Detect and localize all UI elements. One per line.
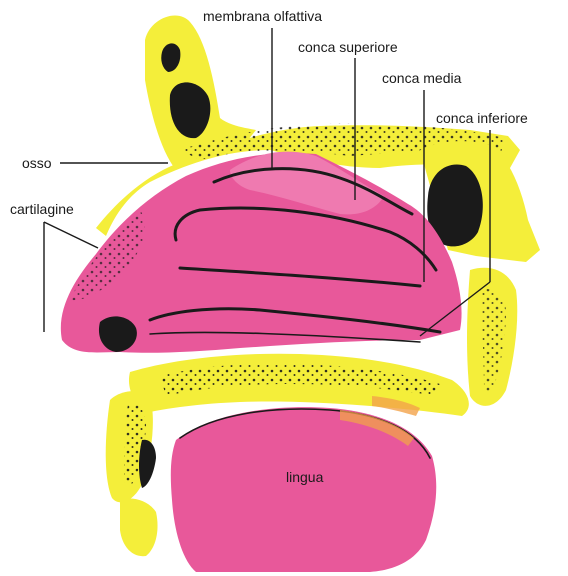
teeth xyxy=(139,440,156,488)
label-cartilagine: cartilagine xyxy=(10,201,74,217)
label-membrana-olfattiva: membrana olfattiva xyxy=(203,8,322,24)
label-conca-superiore: conca superiore xyxy=(298,39,398,55)
lower-jaw-bone xyxy=(120,499,158,557)
label-conca-inferiore: conca inferiore xyxy=(436,110,528,126)
label-lingua: lingua xyxy=(286,469,324,485)
label-osso: osso xyxy=(22,155,52,171)
leader-cartilagine-diag xyxy=(44,222,98,248)
label-conca-media: conca media xyxy=(382,70,462,86)
